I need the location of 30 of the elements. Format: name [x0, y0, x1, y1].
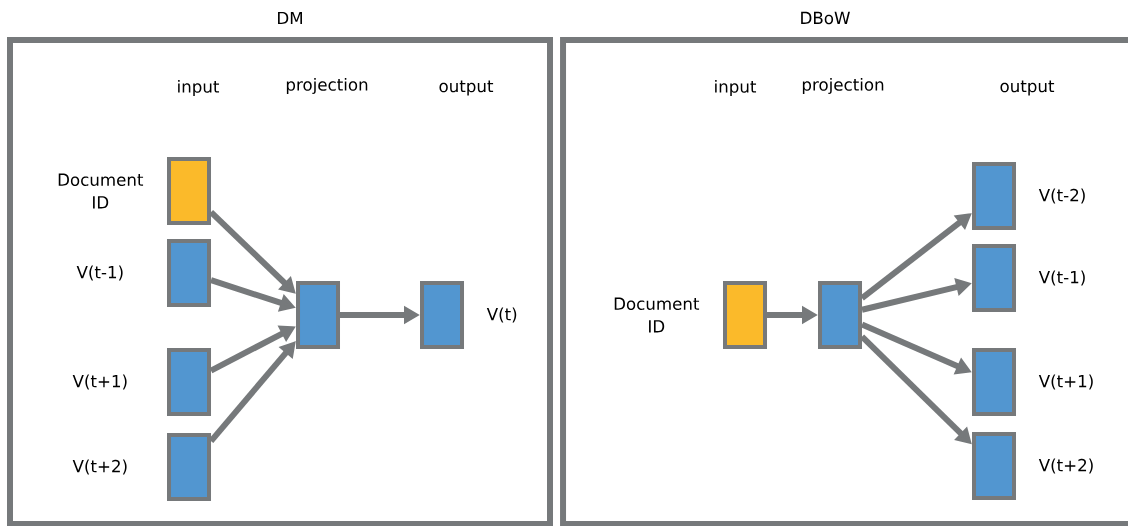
side-label: V(t-1): [76, 265, 123, 281]
column-heading: output: [439, 80, 494, 96]
side-label: Document ID: [58, 173, 144, 209]
node-label: DM: [278, 11, 302, 25]
column-heading: projection: [286, 77, 368, 95]
side-label: Document ID: [614, 297, 700, 333]
vector-box: [167, 239, 211, 307]
side-label: V(t+2): [72, 459, 127, 475]
vector-box: [818, 281, 862, 349]
vector-box: [723, 281, 767, 349]
column-heading: output: [1000, 80, 1055, 96]
column-heading: input: [178, 79, 220, 97]
column-heading: input: [715, 79, 757, 97]
vector-box: [167, 348, 211, 416]
node-label: DBoW: [801, 11, 850, 25]
side-label: V(t-2): [1038, 188, 1085, 204]
vector-box: [167, 157, 211, 225]
side-label: V(t+2): [1038, 458, 1093, 474]
vector-box: [296, 281, 340, 349]
side-label: V(t-1): [1038, 270, 1085, 286]
vector-box: [972, 162, 1016, 230]
vector-box: [972, 244, 1016, 312]
vector-box: [420, 281, 464, 349]
vector-box: [972, 348, 1016, 416]
side-label: V(t): [486, 307, 517, 323]
side-label: V(t+1): [1038, 374, 1093, 390]
column-heading: projection: [802, 77, 884, 95]
vector-box: [167, 433, 211, 501]
side-label: V(t+1): [72, 374, 127, 390]
vector-box: [972, 432, 1016, 500]
